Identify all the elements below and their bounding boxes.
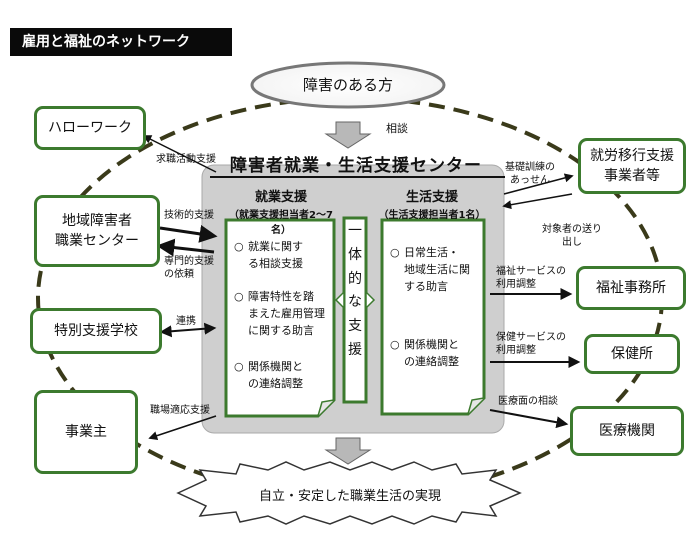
node-hellowork: ハローワーク — [34, 106, 146, 150]
node-transition-line: 就労移行支援 — [590, 147, 674, 164]
node-vocational-center-line: 職業センター — [55, 233, 139, 249]
node-health-center: 保健所 — [584, 334, 680, 374]
label-line: 保健サービスの — [496, 332, 566, 343]
item-line: 就業に関す — [248, 240, 303, 253]
node-transition-provider: 就労移行支援 事業者等 — [578, 138, 686, 194]
label-cooperation: 連携 — [176, 316, 196, 327]
life-item-2: ○ 関係機関と の連絡調整 — [390, 336, 459, 370]
node-transition-line: 事業者等 — [604, 168, 660, 184]
label-tech-support: 技術的支援 — [164, 210, 214, 221]
item-line: に関する助言 — [248, 324, 314, 338]
label-workplace: 職場適応支援 — [150, 405, 210, 416]
label-line: の依頼 — [164, 268, 194, 280]
life-box-fold — [467, 397, 485, 415]
label-job-search: 求職活動支援 — [156, 154, 216, 165]
bullet-circle: ○ — [234, 240, 244, 253]
employment-item-3: ○ 関係機関と の連絡調整 — [234, 358, 303, 392]
node-special-school: 特別支援学校 — [30, 308, 162, 354]
node-medical-institution: 医療機関 — [570, 406, 684, 456]
vert-char: 支 — [348, 318, 362, 335]
result-starburst — [176, 461, 522, 525]
arrow-cooperation — [159, 322, 217, 338]
arrow-expert-request — [156, 238, 215, 257]
person-with-disability-label: 障害のある方 — [302, 76, 393, 94]
life-subtitle: （生活支援担当者1名） — [378, 210, 486, 222]
employment-heading: 就業支援 （就業支援担当者2～7名） — [222, 190, 340, 236]
integrated-support-shape — [342, 216, 368, 404]
label-line: 専門的支援 — [164, 256, 214, 267]
arrow-job-search — [142, 135, 217, 173]
double-arrow-left — [334, 290, 345, 310]
employment-title: 就業支援 — [254, 190, 307, 205]
label-referral: 対象者の送り 出し — [532, 224, 612, 249]
label-line: 出し — [562, 236, 582, 248]
label-medical-consult: 医療面の相談 — [498, 396, 558, 407]
arrow-workplace — [148, 415, 217, 440]
label-line: 基礎訓練の — [505, 162, 555, 173]
life-heading: 生活支援 （生活支援担当者1名） — [372, 190, 492, 221]
life-item-1: ○ 日常生活・ 地域生活に関 する助言 — [390, 244, 470, 295]
item-line: 障害特性を踏 — [248, 290, 314, 303]
bullet-circle: ○ — [390, 246, 400, 259]
arrow-tech-support — [159, 224, 218, 243]
employment-item-1: ○ 就業に関す る相談支援 — [234, 238, 303, 272]
arrow-basic-training — [503, 173, 574, 195]
employment-box-fold — [317, 399, 335, 417]
bullet-circle: ○ — [390, 338, 400, 351]
page-title: 雇用と福祉のネットワーク — [10, 28, 232, 56]
top-ellipse-shape — [250, 61, 446, 109]
bullet-circle: ○ — [234, 290, 244, 303]
vert-char: な — [348, 294, 362, 311]
life-title: 生活支援 — [405, 190, 458, 205]
item-line: の連絡調整 — [404, 355, 459, 369]
label-expert-request: 専門的支援 の依頼 — [164, 256, 214, 281]
node-health-center-label: 保健所 — [611, 345, 653, 362]
label-line: あっせん — [510, 174, 550, 186]
label-welfare-service: 福祉サービスの 利用調整 — [496, 266, 566, 291]
vert-char: 一 — [348, 223, 362, 239]
vert-char: 的 — [348, 270, 362, 287]
item-line: 日常生活・ — [404, 246, 459, 259]
label-line: 福祉サービスの — [496, 266, 566, 277]
employment-subtitle: （就業支援担当者2～7名） — [229, 210, 333, 237]
item-line: 関係機関と — [404, 338, 459, 351]
top-block-arrow — [324, 121, 372, 149]
node-vocational-center-line: 地域障害者 — [62, 212, 132, 229]
label-line: 利用調整 — [496, 278, 536, 290]
node-medical-label: 医療機関 — [599, 422, 655, 439]
arrow-medical — [489, 409, 569, 429]
integrated-support-text: 一 体 的 な 支 援 — [346, 220, 364, 363]
item-line: る相談支援 — [248, 257, 303, 271]
node-special-school-label: 特別支援学校 — [54, 322, 138, 339]
label-line: 対象者の送り — [542, 224, 602, 235]
label-line: 利用調整 — [496, 344, 536, 356]
double-arrow-right — [365, 290, 376, 310]
item-line: の連絡調整 — [248, 377, 303, 391]
node-vocational-center: 地域障害者 職業センター — [34, 195, 160, 267]
node-welfare-office: 福祉事務所 — [576, 266, 686, 310]
center-title: 障害者就業・生活支援センター — [230, 156, 482, 176]
item-line: 地域生活に関 — [404, 263, 470, 277]
node-welfare-office-label: 福祉事務所 — [596, 279, 666, 296]
vert-char: 体 — [348, 246, 362, 263]
item-line: 関係機関と — [248, 360, 303, 373]
consultation-label: 相談 — [386, 122, 408, 135]
bottom-block-arrow — [324, 437, 372, 465]
item-line: する助言 — [404, 280, 448, 294]
node-employer-label: 事業主 — [65, 423, 107, 440]
node-hellowork-label: ハローワーク — [48, 119, 132, 136]
bullet-circle: ○ — [234, 360, 244, 373]
label-basic-training: 基礎訓練の あっせん — [500, 162, 560, 187]
result-text: 自立・安定した職業生活の実現 — [258, 489, 441, 504]
item-line: まえた雇用管理 — [248, 307, 325, 321]
vert-char: 援 — [348, 341, 362, 358]
employment-item-2: ○ 障害特性を踏 まえた雇用管理 に関する助言 — [234, 288, 325, 339]
node-employer: 事業主 — [34, 390, 138, 474]
arrow-referral — [502, 193, 573, 210]
label-health-service: 保健サービスの 利用調整 — [496, 332, 566, 357]
